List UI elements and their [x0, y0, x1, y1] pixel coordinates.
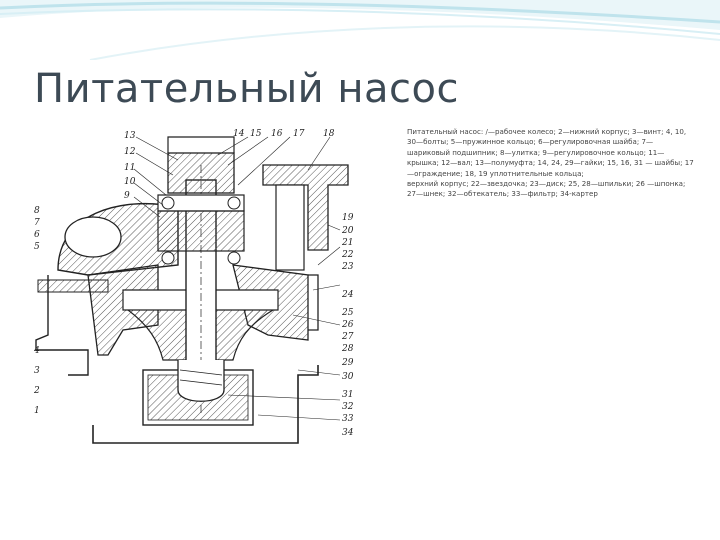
callout-label: 17 — [293, 129, 305, 139]
callout-label: 2 — [33, 386, 40, 396]
callout-label: 20 — [341, 226, 354, 236]
callout-label: 1 — [34, 406, 40, 416]
callout-label: 12 — [124, 147, 136, 157]
callout-label: 8 — [34, 206, 40, 216]
callout-label: 13 — [124, 131, 136, 141]
callout-label: 4 — [33, 346, 40, 356]
callout-label: 9 — [124, 191, 130, 201]
callout-label: 11 — [124, 163, 135, 173]
callout-label: 28 — [341, 344, 354, 354]
callout-label: 14 — [233, 129, 245, 139]
pump-cross-section-drawing: 13 12 11 10 9 8 7 6 5 4 3 2 1 14 15 16 1… — [33, 129, 354, 444]
callout-label: 32 — [342, 402, 354, 412]
slide-title: Питательный насос — [34, 66, 460, 112]
callout-label: 26 — [341, 320, 354, 330]
header-swoosh-decoration — [0, 0, 720, 60]
callout-label: 18 — [323, 129, 335, 139]
callout-label: 19 — [342, 213, 354, 223]
callout-label: 15 — [250, 129, 262, 139]
callout-label: 34 — [342, 428, 354, 438]
callout-label: 3 — [34, 366, 40, 376]
callout-label: 16 — [271, 129, 283, 139]
callout-label: 22 — [341, 250, 354, 260]
callout-label: 5 — [34, 242, 40, 252]
caption-parts-list: Питательный насос: /—рабочее колесо; 2—н… — [407, 127, 694, 178]
callout-label: 33 — [342, 414, 354, 424]
callout-label: 29 — [341, 358, 354, 368]
callout-label: 10 — [124, 177, 136, 187]
callout-label: 21 — [341, 238, 353, 248]
callout-label: 6 — [34, 230, 40, 240]
callout-label: 23 — [341, 262, 354, 272]
callout-label: 25 — [341, 308, 354, 318]
callout-label: 27 — [341, 332, 354, 342]
drawing-caption: Питательный насос: /—рабочее колесо; 2—н… — [407, 127, 695, 200]
callout-label: 7 — [34, 218, 40, 228]
caption-parts-list-continued: верхний корпус; 22—звездочка; 23—диск; 2… — [407, 179, 686, 199]
callout-label: 30 — [342, 372, 354, 382]
callout-label: 31 — [342, 390, 353, 400]
callout-label: 24 — [341, 290, 354, 300]
